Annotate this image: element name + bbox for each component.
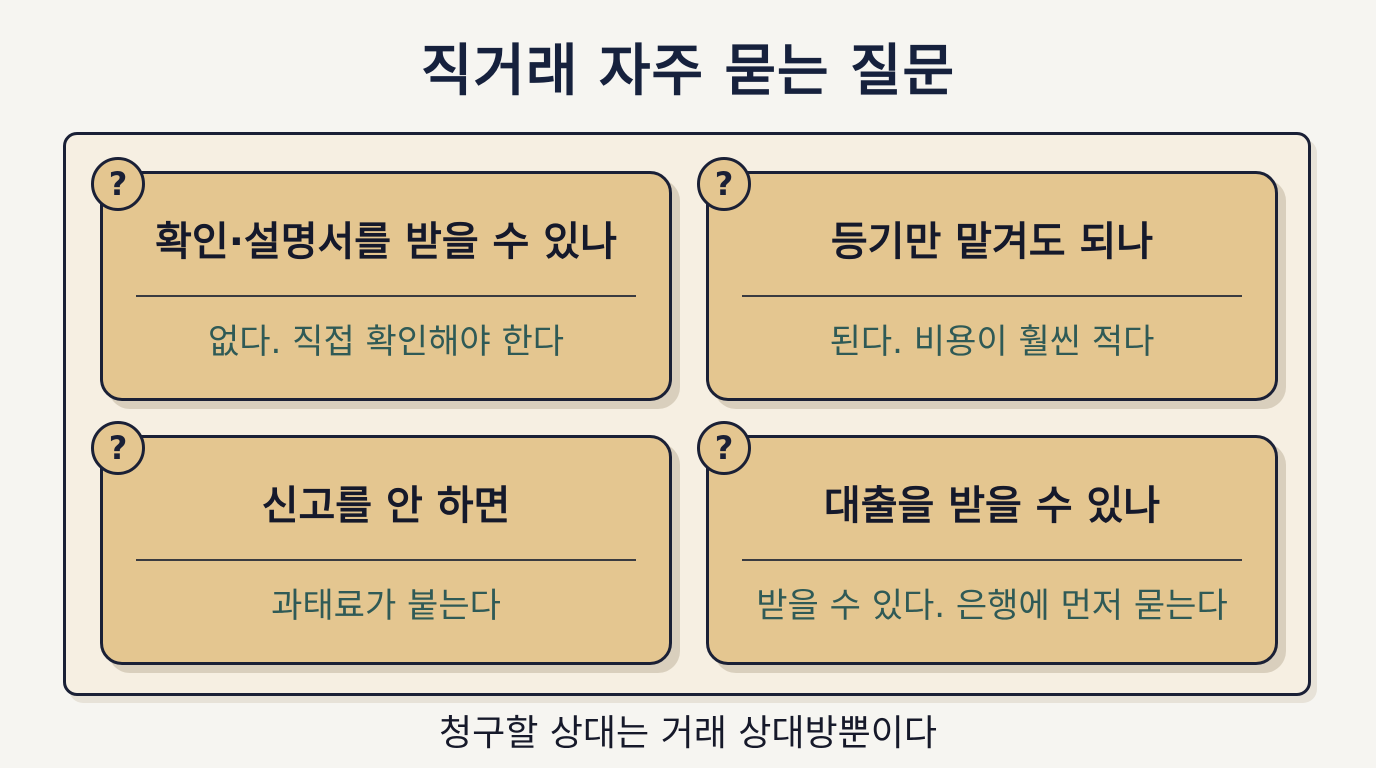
faq-card-4: ? 대출을 받을 수 있나 받을 수 있다. 은행에 먼저 묻는다 <box>697 421 1278 665</box>
faq-card-1: ? 확인·설명서를 받을 수 있나 없다. 직접 확인해야 한다 <box>91 157 672 401</box>
footnote: 청구할 상대는 거래 상대방뿐이다 <box>438 713 937 754</box>
question-mark-icon: ? <box>91 421 145 475</box>
card-divider <box>742 559 1242 561</box>
faq-panel: ? 확인·설명서를 받을 수 있나 없다. 직접 확인해야 한다 ? 등기만 맡… <box>63 132 1311 696</box>
faq-question: 신고를 안 하면 <box>261 483 511 529</box>
faq-question: 등기만 맡겨도 되나 <box>830 219 1154 265</box>
faq-answer: 된다. 비용이 훨씬 적다 <box>829 322 1155 362</box>
card-divider <box>136 559 636 561</box>
faq-question: 확인·설명서를 받을 수 있나 <box>155 219 617 265</box>
card-divider <box>742 295 1242 297</box>
faq-answer: 과태료가 붙는다 <box>271 586 501 626</box>
faq-question: 대출을 받을 수 있나 <box>823 483 1161 529</box>
question-mark-icon: ? <box>91 157 145 211</box>
page-title: 직거래 자주 묻는 질문 <box>420 39 956 104</box>
card-divider <box>136 295 636 297</box>
faq-card-3: ? 신고를 안 하면 과태료가 붙는다 <box>91 421 672 665</box>
faq-answer: 없다. 직접 확인해야 한다 <box>207 322 565 362</box>
faq-answer: 받을 수 있다. 은행에 먼저 묻는다 <box>756 586 1228 626</box>
question-mark-icon: ? <box>697 421 751 475</box>
question-mark-icon: ? <box>697 157 751 211</box>
faq-card-2: ? 등기만 맡겨도 되나 된다. 비용이 훨씬 적다 <box>697 157 1278 401</box>
